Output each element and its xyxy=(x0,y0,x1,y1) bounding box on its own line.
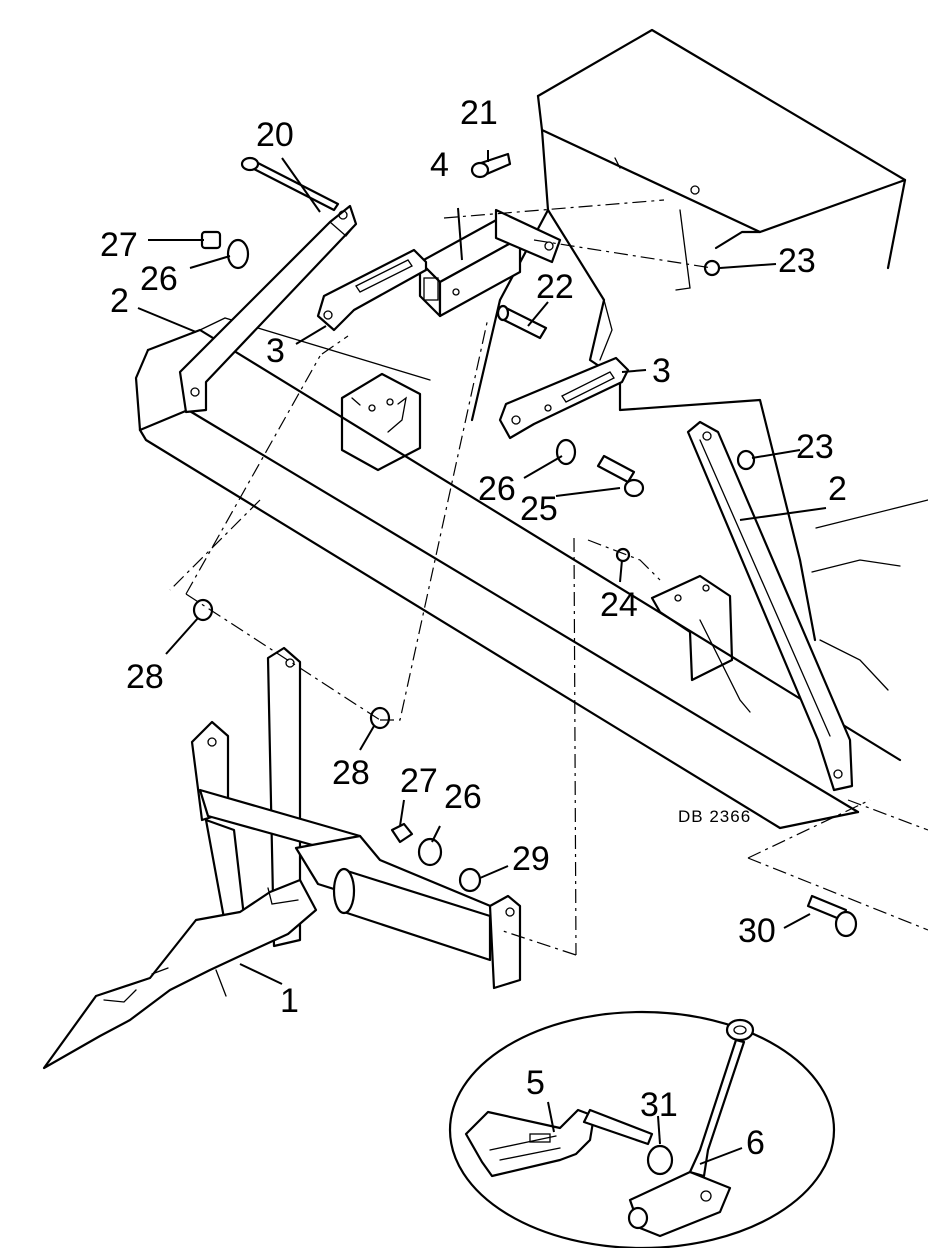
callout-20: 20 xyxy=(256,116,294,154)
brace-arm-left xyxy=(178,204,358,414)
callout-leaders xyxy=(137,150,827,1165)
pivot-bracket xyxy=(418,208,562,318)
callout-1: 1 xyxy=(280,982,299,1020)
frame-mounting-plates xyxy=(340,372,751,713)
callout-6: 6 xyxy=(746,1124,765,1162)
callout-4: 4 xyxy=(430,146,449,184)
callout-26-lower: 26 xyxy=(444,778,482,816)
callout-26-middle: 26 xyxy=(478,470,516,508)
lower-tine-assembly xyxy=(42,646,522,1070)
callout-26-upper: 26 xyxy=(140,260,178,298)
callout-22: 22 xyxy=(536,268,574,306)
callout-29: 29 xyxy=(512,840,550,878)
brace-arm-right xyxy=(686,420,854,792)
assembly-lines xyxy=(169,199,928,956)
machine-housing xyxy=(470,28,928,691)
slotted-link-upper xyxy=(316,248,428,332)
callout-31: 31 xyxy=(640,1086,678,1124)
callout-23-upper: 23 xyxy=(778,242,816,280)
callout-5: 5 xyxy=(526,1064,545,1102)
callout-25: 25 xyxy=(520,490,558,528)
callout-2-right: 2 xyxy=(828,470,847,508)
frame-beam xyxy=(134,317,902,830)
callouts: 1 2 2 3 3 4 5 6 20 21 22 23 23 24 25 26 … xyxy=(100,94,847,1162)
callout-28-upper: 28 xyxy=(126,658,164,696)
callout-27-lower: 27 xyxy=(400,762,438,800)
callout-23-lower: 23 xyxy=(796,428,834,466)
callout-21: 21 xyxy=(460,94,498,132)
callout-27-upper: 27 xyxy=(100,226,138,264)
slotted-link-lower xyxy=(498,356,630,440)
callout-2-left: 2 xyxy=(110,282,129,320)
pin-22 xyxy=(496,304,548,340)
drawing-reference: DB 2366 xyxy=(678,807,751,826)
detail-inset xyxy=(448,1010,836,1248)
callout-3-right: 3 xyxy=(652,352,671,390)
callout-28-lower: 28 xyxy=(332,754,370,792)
callout-24: 24 xyxy=(600,586,638,624)
callout-3-left: 3 xyxy=(266,332,285,370)
callout-30: 30 xyxy=(738,912,776,950)
hardware xyxy=(192,152,858,938)
